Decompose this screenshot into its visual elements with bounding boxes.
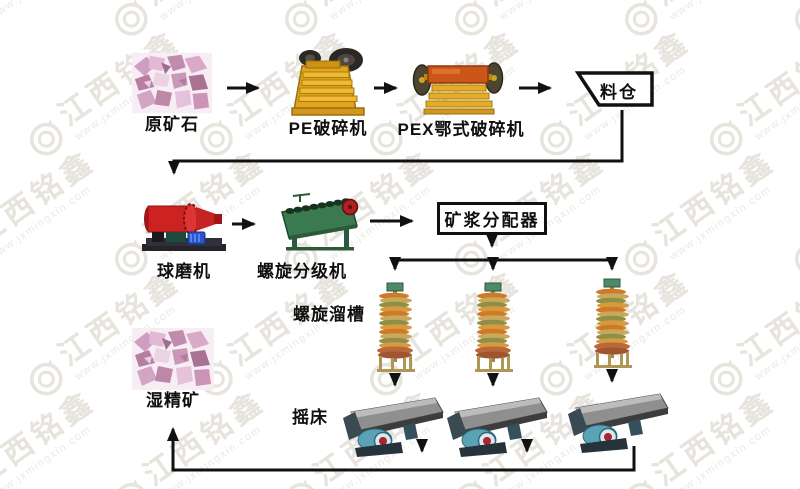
watermark-url: www.jxmingxin.com (0, 0, 109, 23)
watermark: 江西铭鑫 www.jxmingxin.com (0, 145, 109, 287)
concentrate-image (132, 328, 214, 390)
shaking-table-image-2 (445, 396, 549, 458)
brand-logo-icon (455, 0, 488, 36)
brand-logo-icon (30, 119, 63, 156)
bin-label: 料仓 (600, 83, 638, 102)
watermark: 江西铭鑫 www.jxmingxin.com (104, 0, 279, 48)
watermark: 江西铭鑫 www.jxmingxin.com (104, 385, 279, 489)
watermark: 江西铭鑫 www.jxmingxin.com (614, 0, 789, 48)
watermark: 江西铭鑫 www.jxmingxin.com (614, 385, 789, 489)
brand-logo-icon (540, 359, 573, 396)
brand-logo-icon (455, 239, 488, 276)
watermark: 江西铭鑫 www.jxmingxin.com (19, 25, 194, 167)
pex-crusher-label: PEX鄂式破碎机 (397, 120, 525, 139)
watermark-brand: 江西铭鑫 (478, 0, 612, 12)
watermark-brand: 江西铭鑫 (138, 0, 272, 12)
spiral-classifier-image (280, 192, 360, 252)
watermark: 江西铭鑫 www.jxmingxin.com (529, 265, 704, 407)
brand-logo-icon (795, 242, 800, 276)
watermark: 江西铭鑫 www.jxmingxin.com (274, 0, 449, 48)
watermark: 江西铭鑫 www.jxmingxin.com (699, 265, 800, 407)
watermark: 江西铭鑫 www.jxmingxin.com (19, 265, 194, 407)
shaking-table-image-1 (341, 396, 445, 458)
brand-logo-icon (285, 0, 318, 36)
brand-logo-icon (795, 482, 800, 489)
brand-logo-icon (795, 2, 800, 36)
watermark: 江西铭鑫 www.jxmingxin.com (0, 385, 109, 489)
watermark: 江西铭鑫 www.jxmingxin.com (784, 146, 800, 287)
slurry-distributor-label: 矿浆分配器 (444, 211, 540, 230)
brand-logo-icon (710, 119, 743, 156)
pe-crusher-image (286, 46, 370, 118)
watermark: 江西铭鑫 www.jxmingxin.com (0, 0, 109, 48)
raw-ore-label: 原矿石 (145, 115, 199, 134)
watermark: 江西铭鑫 www.jxmingxin.com (444, 145, 619, 287)
watermark-url: www.jxmingxin.com (668, 0, 789, 23)
brand-logo-icon (455, 479, 488, 489)
watermark: 江西铭鑫 www.jxmingxin.com (274, 385, 449, 489)
bin-shape (575, 71, 654, 107)
pex-crusher-image (412, 56, 504, 116)
spiral-chute-image-2 (465, 282, 521, 376)
raw-ore-image (132, 52, 212, 114)
brand-logo-icon (710, 359, 743, 396)
watermark-url: www.jxmingxin.com (328, 0, 449, 23)
spiral-chute-image-1 (367, 282, 423, 376)
concentrate-label: 湿精矿 (146, 391, 200, 410)
spiral-classifier-label: 螺旋分级机 (257, 262, 347, 281)
brand-logo-icon (285, 479, 318, 489)
watermark-url: www.jxmingxin.com (158, 0, 279, 23)
ball-mill-label: 球磨机 (157, 262, 211, 281)
brand-logo-icon (625, 0, 658, 36)
watermark: 江西铭鑫 www.jxmingxin.com (444, 0, 619, 48)
pe-crusher-label: PE破碎机 (288, 119, 368, 138)
watermark: 江西铭鑫 www.jxmingxin.com (444, 385, 619, 489)
watermark: 江西铭鑫 www.jxmingxin.com (699, 25, 800, 167)
brand-logo-icon (625, 239, 658, 276)
spiral-chute-label: 螺旋溜槽 (293, 305, 365, 324)
watermark-brand: 江西铭鑫 (308, 0, 442, 12)
shaking-table-label: 摇床 (292, 408, 328, 427)
watermark-url: www.jxmingxin.com (498, 0, 619, 23)
watermark-brand: 江西铭鑫 (648, 0, 782, 12)
slurry-distributor-box: 矿浆分配器 (437, 202, 547, 235)
shaking-table-image-3 (566, 392, 670, 454)
watermark: 江西铭鑫 www.jxmingxin.com (614, 145, 789, 287)
watermark: 江西铭鑫 www.jxmingxin.com (784, 386, 800, 489)
spiral-chute-image-3 (584, 278, 640, 372)
watermark: 江西铭鑫 www.jxmingxin.com (784, 0, 800, 48)
brand-logo-icon (625, 479, 658, 489)
watermark: 江西铭鑫 www.jxmingxin.com (189, 265, 364, 407)
brand-logo-icon (115, 0, 148, 36)
brand-logo-icon (115, 479, 148, 489)
ball-mill-image (138, 194, 230, 256)
brand-logo-icon (30, 359, 63, 396)
